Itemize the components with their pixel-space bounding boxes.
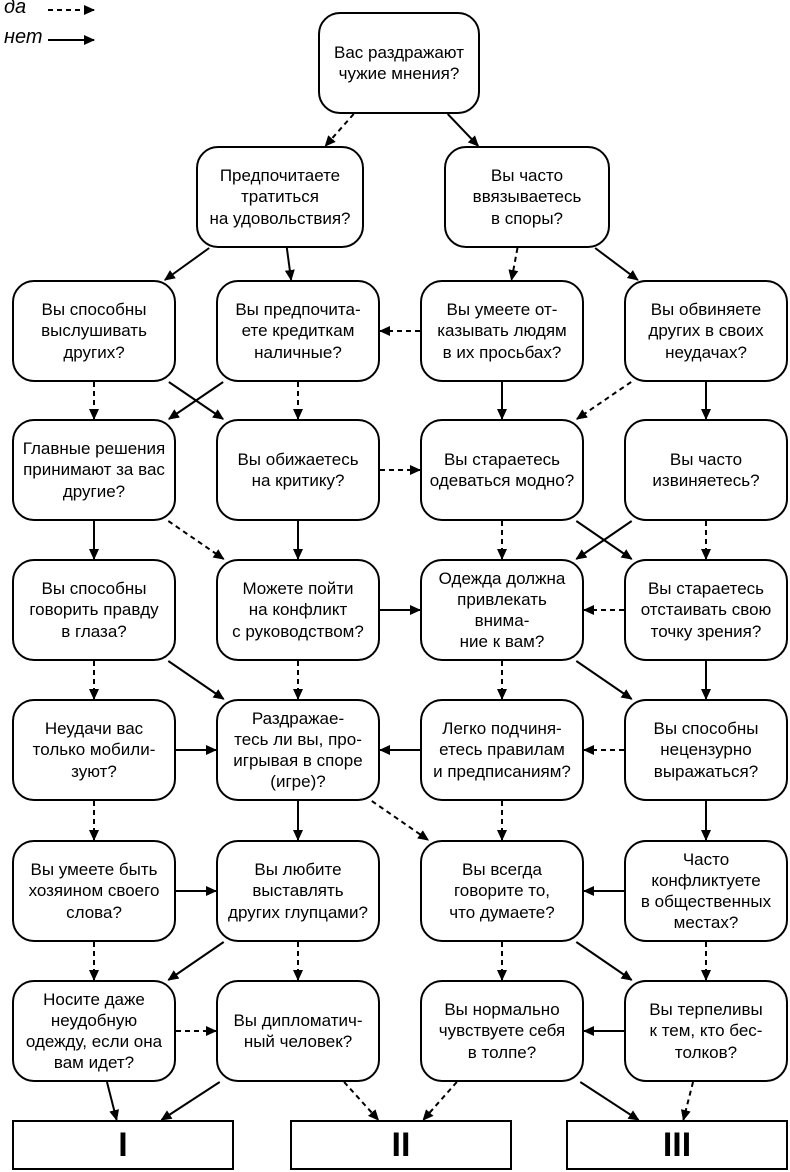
question-node: Вы часто ввязываетесь в споры? (444, 146, 610, 248)
result-box-ii: II (290, 1120, 512, 1170)
no-arrow-n25-to-r3 (579, 1081, 640, 1121)
legend-no-label: нет (4, 26, 43, 48)
yes-arrow-n6-to-n9 (576, 381, 632, 420)
legend-yes-label: да (4, 0, 27, 18)
no-arrow-n1-to-n4 (284, 247, 295, 281)
legend-arrows (48, 5, 95, 45)
question-node: Одежда должна привлекать внима- ние к ва… (420, 559, 584, 661)
question-node: Носите даже неудобную одежду, если она в… (12, 980, 176, 1082)
no-arrow-n0-to-n2 (446, 113, 480, 147)
no-arrow-n20-to-n23 (167, 941, 225, 981)
yes-arrow-n25-to-r2 (422, 1081, 458, 1121)
question-node: Вы нормально чувствуете себя в толпе? (420, 980, 584, 1082)
result-box-iii: III (566, 1120, 788, 1170)
question-node: Вы предпочита- ете кредиткам наличные? (216, 280, 380, 382)
question-node: Вы умеете быть хозяином своего слова? (12, 840, 176, 942)
question-node: Главные решения принимают за вас другие? (12, 419, 176, 521)
question-node: Вы любите выставлять других глупцами? (216, 840, 380, 942)
no-arrow-n10-to-n13 (575, 520, 633, 560)
question-node: Часто конфликтуете в общественных местах… (624, 840, 788, 942)
question-node: Легко подчиня- етесь правилам и предписа… (420, 699, 584, 801)
no-arrow-n2-to-n6 (594, 247, 639, 281)
no-arrow-n24-to-r1 (160, 1081, 221, 1121)
question-node: Вы умеете от- казывать людям в их просьб… (420, 280, 584, 382)
yes-arrow-n0-to-n1 (324, 113, 355, 147)
question-node: Вы способны нецензурно выражаться? (624, 699, 788, 801)
no-arrow-n21-to-n26 (575, 941, 633, 981)
no-arrow-n1-to-n3 (163, 247, 210, 281)
question-node: Предпочитаете тратиться на удовольствия? (196, 146, 364, 248)
question-node: Вас раздражают чужие мнения? (318, 12, 480, 114)
yes-arrow-n2-to-n5 (508, 247, 519, 281)
yes-arrow-n7-to-n12 (167, 520, 225, 560)
yes-arrow-n24-to-r2 (343, 1081, 380, 1121)
yes-arrow-n26-to-r3 (680, 1081, 694, 1121)
no-arrow-n11-to-n16 (167, 660, 225, 700)
question-node: Вы дипломатич- ный человек? (216, 980, 380, 1082)
question-node: Вы обижаетесь на критику? (216, 419, 380, 521)
no-arrow-n23-to-r1 (106, 1081, 120, 1121)
no-arrow-n13-to-n18 (575, 660, 633, 700)
question-node: Вы обвиняете других в своих неудачах? (624, 280, 788, 382)
question-node: Вы способны говорить правду в глаза? (12, 559, 176, 661)
result-box-i: I (12, 1120, 234, 1170)
question-node: Вы всегда говорите то, что думаете? (420, 840, 584, 942)
question-node: Можете пойти на конфликт с руководством? (216, 559, 380, 661)
question-node: Вы способны выслушивать других? (12, 280, 176, 382)
question-node: Вы часто извиняетесь? (624, 419, 788, 521)
question-node: Вы стараетесь одеваться модно? (420, 419, 584, 521)
question-node: Неудачи вас только мобили- зуют? (12, 699, 176, 801)
question-node: Вы терпеливы к тем, кто бес- толков? (624, 980, 788, 1082)
question-node: Раздражае- тесь ли вы, про- игрывая в сп… (216, 699, 380, 801)
question-node: Вы стараетесь отстаивать свою точку зрен… (624, 559, 788, 661)
yes-arrow-n16-to-n21 (371, 800, 430, 841)
no-arrow-n4-to-n7 (168, 381, 224, 420)
